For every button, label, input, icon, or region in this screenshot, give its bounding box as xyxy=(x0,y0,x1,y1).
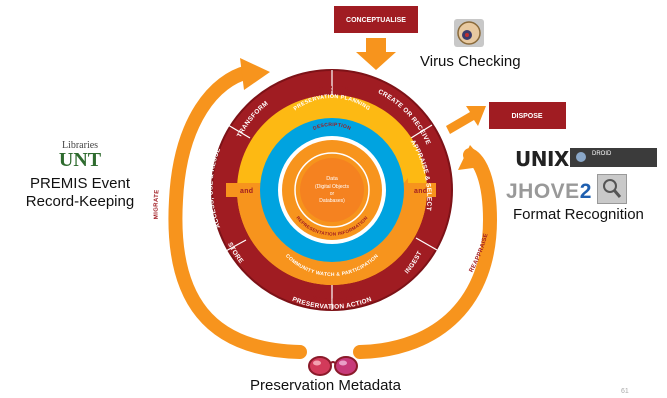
and-right-label: and xyxy=(414,188,427,195)
svg-text:MIGRATE: MIGRATE xyxy=(154,189,161,219)
preservation-metadata-label: Preservation Metadata xyxy=(250,377,401,394)
dispose-label: DISPOSE xyxy=(511,113,542,120)
data-core xyxy=(300,158,364,222)
outer-ring-dividers xyxy=(223,70,438,310)
curate-label: CURATE xyxy=(315,84,349,95)
preserve-band xyxy=(237,190,427,285)
droid-logo-text: DROID xyxy=(592,151,612,157)
svg-text:PRESERVE: PRESERVE xyxy=(310,294,354,306)
core-line3: or xyxy=(330,191,335,197)
svg-text:CURATE: CURATE xyxy=(315,84,350,95)
conceptualise-arrow xyxy=(356,38,396,70)
droid-icon xyxy=(576,152,586,162)
premis-line2: Record-Keeping xyxy=(25,193,135,210)
format-recognition-label: Format Recognition xyxy=(513,206,644,223)
description-label: DESCRIPTION xyxy=(312,122,351,132)
format-magnifier-icon xyxy=(597,174,627,204)
core-line2: (Digital Objects xyxy=(315,184,349,190)
reappraise-arrowhead xyxy=(458,145,488,170)
page-number: 61 xyxy=(621,388,629,395)
jhove2-logo: JHOVE2 xyxy=(506,180,592,204)
droid-logo: DROID xyxy=(570,148,657,167)
dispose-box xyxy=(489,102,566,129)
core-line4: Databases) xyxy=(319,198,345,204)
migrate-label: MIGRATE xyxy=(154,189,161,219)
premis-label: PREMIS Event Record-Keeping xyxy=(12,175,148,211)
virus-checking-label: Virus Checking xyxy=(420,53,521,70)
unt-logo-text: UNT xyxy=(58,149,102,171)
migrate-arc xyxy=(168,65,307,359)
glasses-icon xyxy=(308,356,358,376)
jhove-version: 2 xyxy=(579,180,592,203)
libraries-logo-text: Libraries xyxy=(61,140,99,151)
premis-line1: PREMIS Event xyxy=(29,175,131,192)
conceptualise-box xyxy=(334,6,418,33)
and-right-arrow xyxy=(398,178,436,202)
jhove-text: JHOVE xyxy=(506,180,580,203)
migrate-arrowhead xyxy=(240,58,270,90)
unix-logo: UNIX xyxy=(515,147,569,171)
dispose-arrow xyxy=(446,106,486,134)
inner-ring-line xyxy=(294,152,370,228)
svg-text:DESCRIPTION: DESCRIPTION xyxy=(312,122,352,132)
unt-libraries-logo: Libraries UNT xyxy=(50,140,110,171)
preserve-label: PRESERVE xyxy=(310,294,353,306)
virus-scanner-icon xyxy=(454,19,484,47)
core-line1: Data xyxy=(326,176,339,182)
conceptualise-label: CONCEPTUALISE xyxy=(346,17,406,24)
reappraise-arc xyxy=(353,148,498,359)
and-left-label: and xyxy=(240,188,253,195)
